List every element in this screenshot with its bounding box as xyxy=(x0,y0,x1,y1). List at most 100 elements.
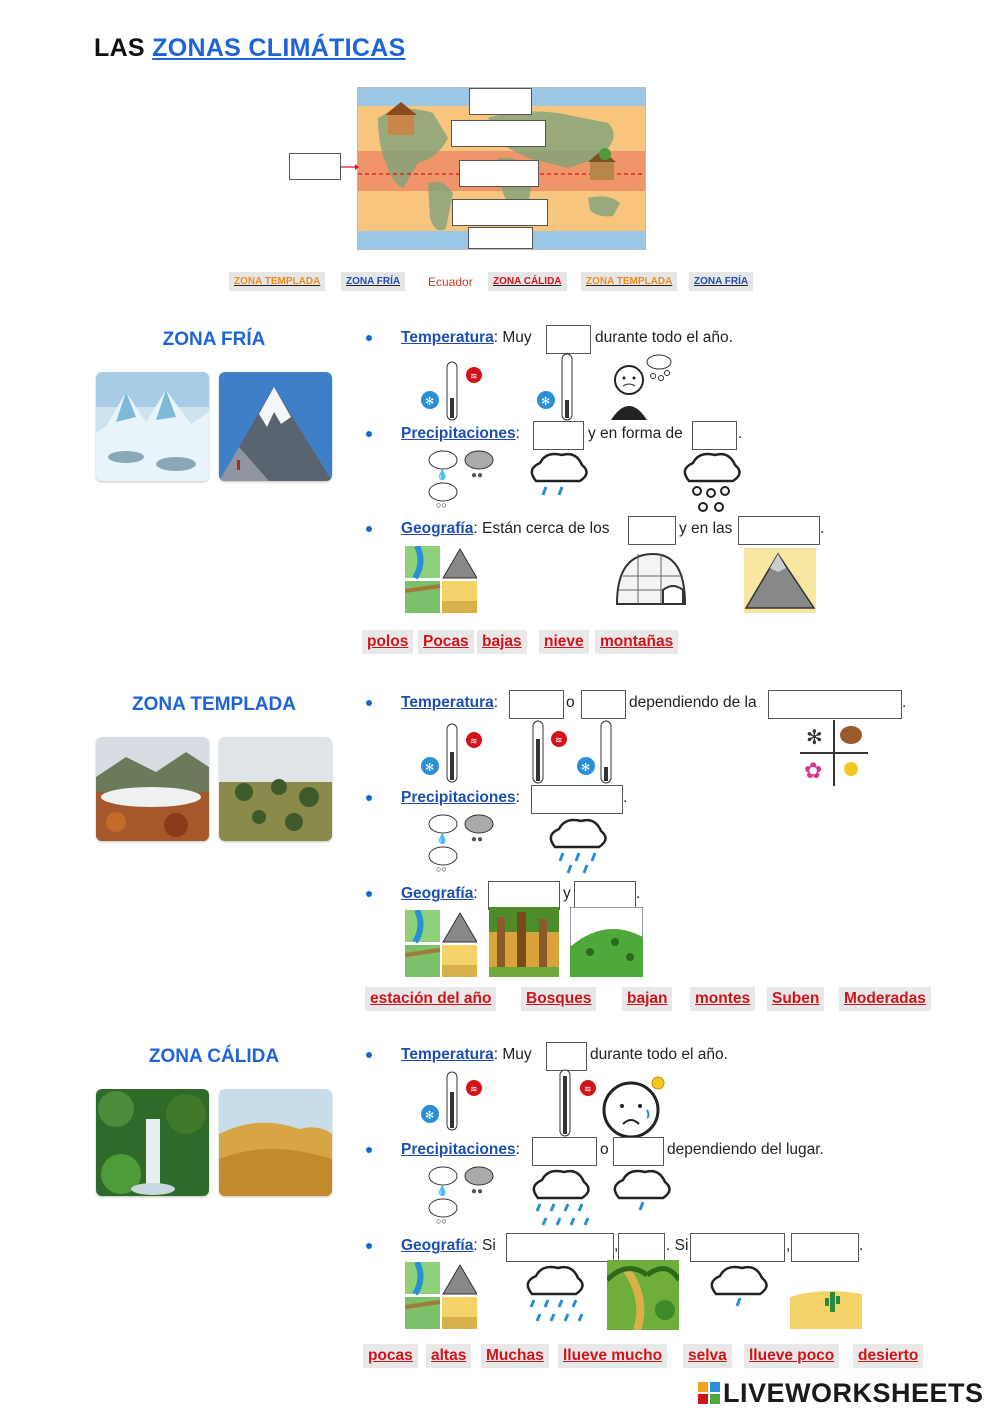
map-chip-2[interactable]: ZONA FRÍA xyxy=(341,272,406,291)
calida-prec-answer-box-2[interactable] xyxy=(613,1137,664,1166)
answer-word[interactable]: altas xyxy=(426,1344,472,1368)
answer-word[interactable]: desierto xyxy=(853,1344,924,1368)
templada-geo-answer-box-2[interactable] xyxy=(574,881,636,910)
hot-face-icon xyxy=(602,1076,665,1139)
templada-temp-mid: o xyxy=(566,694,575,711)
thermometer-icon: ✻ ≋ xyxy=(421,1071,482,1131)
answer-word[interactable]: llueve mucho xyxy=(558,1344,668,1368)
answer-word[interactable]: selva xyxy=(683,1344,732,1368)
svg-text:○○: ○○ xyxy=(436,864,447,874)
map-answer-box-2[interactable] xyxy=(451,120,546,147)
calida-geo-answer-box-3[interactable] xyxy=(690,1233,785,1262)
mountain-icon xyxy=(744,548,816,613)
zona-fria-title: ZONA FRÍA xyxy=(162,329,266,350)
answer-word[interactable]: estación del año xyxy=(365,987,497,1011)
forest-icon xyxy=(489,907,559,977)
fria-temp-answer-box[interactable] xyxy=(546,325,591,354)
heavy-rain-cloud-icon xyxy=(526,1265,584,1322)
answer-word[interactable]: Muchas xyxy=(481,1344,549,1368)
fria-temp-line: Temperatura: Muy xyxy=(401,329,532,346)
map-chip-3[interactable]: Ecuador xyxy=(428,275,473,289)
answer-word[interactable]: nieve xyxy=(539,630,589,654)
answer-word[interactable]: Bosques xyxy=(521,987,597,1011)
snow-cloud-icon xyxy=(683,452,741,512)
svg-text:✻: ✻ xyxy=(541,396,550,408)
map-chip-6[interactable]: ZONA FRÍA xyxy=(689,272,754,291)
hill-icon xyxy=(570,907,643,977)
map-answer-box-ecuador[interactable] xyxy=(289,153,341,180)
fria-geo-answer-box-2[interactable] xyxy=(738,516,820,545)
svg-text:✻: ✻ xyxy=(425,762,434,774)
templada-geo-answer-box-1[interactable] xyxy=(488,881,560,910)
answer-word[interactable]: montañas xyxy=(595,630,679,654)
svg-text:≋: ≋ xyxy=(584,1084,592,1094)
answer-word[interactable]: montes xyxy=(690,987,756,1011)
fria-geo-mid: y en las xyxy=(679,520,733,537)
arrow-to-equator xyxy=(341,164,359,170)
templada-temp-line: Temperatura: xyxy=(401,694,499,711)
bullet xyxy=(366,891,372,897)
thermometer-down-icon: ✻ xyxy=(577,720,612,784)
svg-text:💧: 💧 xyxy=(436,468,448,481)
svg-text:≋: ≋ xyxy=(470,371,478,381)
fria-geo-end: . xyxy=(820,520,825,537)
fria-prec-end: . xyxy=(738,425,743,442)
answer-word[interactable]: bajan xyxy=(622,987,673,1011)
igloo-icon xyxy=(615,552,687,605)
world-climate-map xyxy=(357,87,646,250)
svg-text:●●: ●● xyxy=(471,834,483,845)
answer-word[interactable]: Pocas xyxy=(418,630,474,654)
answer-word[interactable]: Suben xyxy=(767,987,825,1011)
world-map-image xyxy=(358,88,645,249)
answer-word[interactable]: Moderadas xyxy=(839,987,931,1011)
answer-word[interactable]: polos xyxy=(362,630,414,654)
templada-geo-mid: y xyxy=(563,885,571,902)
svg-text:●●: ●● xyxy=(471,470,483,481)
map-answer-box-3[interactable] xyxy=(459,160,539,187)
calida-temp-line: Temperatura: Muy xyxy=(401,1046,532,1063)
templada-geo-line: Geografía: xyxy=(401,885,478,902)
fria-geo-answer-box-1[interactable] xyxy=(628,516,676,545)
templada-temp-answer-box-2[interactable] xyxy=(581,690,626,719)
map-chip-1[interactable]: ZONA TEMPLADA xyxy=(229,272,326,291)
map-chip-5[interactable]: ZONA TEMPLADA xyxy=(581,272,678,291)
fria-prec-answer-box-1[interactable] xyxy=(533,421,584,450)
calida-geo-answer-box-2[interactable] xyxy=(618,1233,665,1262)
calida-geo-answer-box-1[interactable] xyxy=(506,1233,614,1262)
zona-calida-title: ZONA CÁLIDA xyxy=(148,1046,280,1067)
templada-prec-answer-box[interactable] xyxy=(531,785,623,814)
calida-temp-answer-box[interactable] xyxy=(546,1042,587,1071)
answer-word[interactable]: llueve poco xyxy=(744,1344,840,1368)
map-chip-4[interactable]: ZONA CÁLIDA xyxy=(488,272,567,291)
thermometer-icon: ✻ xyxy=(537,353,573,421)
templada-temp-end: . xyxy=(902,694,907,711)
bullet xyxy=(366,700,372,706)
title-prefix: LAS xyxy=(94,34,145,62)
zona-templada-title: ZONA TEMPLADA xyxy=(132,694,296,715)
heavy-rain-cloud-icon xyxy=(532,1169,590,1226)
answer-word[interactable]: pocas xyxy=(363,1344,418,1368)
fria-prec-answer-box-2[interactable] xyxy=(692,421,737,450)
svg-text:○○: ○○ xyxy=(436,1216,447,1226)
light-rain-cloud-icon xyxy=(613,1169,671,1211)
templada-prec-line: Precipitaciones: xyxy=(401,789,520,806)
templada-temp-answer-box-1[interactable] xyxy=(509,690,564,719)
calida-geo-answer-box-4[interactable] xyxy=(791,1233,859,1262)
map-answer-box-1[interactable] xyxy=(469,88,532,115)
autumn-forest-photo xyxy=(96,737,209,841)
desert-photo xyxy=(219,1089,332,1196)
seasons-icon: ✻ ✿ xyxy=(800,720,868,786)
calida-geo-end: . xyxy=(859,1237,864,1254)
map-answer-box-4[interactable] xyxy=(452,199,548,226)
map-answer-box-5[interactable] xyxy=(468,227,533,249)
templada-temp-answer-box-3[interactable] xyxy=(768,690,902,719)
svg-text:○○: ○○ xyxy=(436,500,447,510)
answer-word[interactable]: bajas xyxy=(477,630,527,654)
ice-photo xyxy=(96,372,209,481)
thermometer-up-icon: ≋ xyxy=(532,720,567,784)
svg-text:✿: ✿ xyxy=(804,758,822,783)
fria-temp-post: durante todo el año. xyxy=(595,329,733,346)
page-title: LAS ZONAS CLIMÁTICAS xyxy=(94,34,406,63)
svg-text:●●: ●● xyxy=(471,1186,483,1197)
calida-prec-answer-box-1[interactable] xyxy=(532,1137,597,1166)
